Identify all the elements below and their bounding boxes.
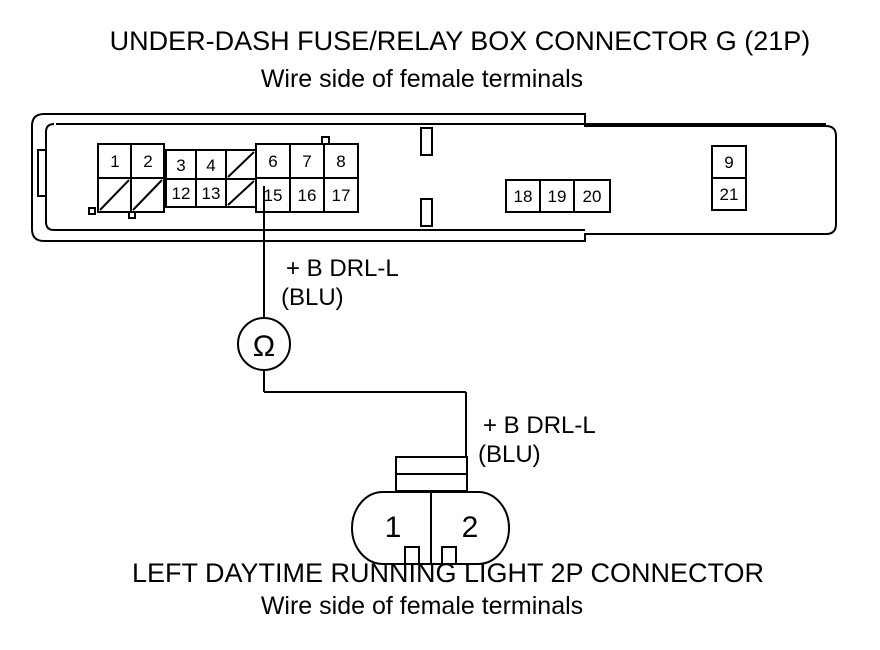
- top-connector-cavities: [97, 143, 747, 213]
- ohm-symbol: Ω: [253, 330, 275, 363]
- pin-label: 17: [332, 186, 351, 205]
- pin-label: 20: [583, 187, 602, 206]
- pin-label: 13: [202, 184, 221, 203]
- pin-label: 21: [720, 185, 739, 204]
- pin-label: 8: [336, 152, 345, 171]
- top-connector-body: [31, 113, 837, 242]
- wire-label-top-line1: + B DRL-L: [286, 255, 399, 282]
- bottom-connector-body: [351, 456, 510, 565]
- wire-label-bottom-line2: (BLU): [478, 441, 541, 468]
- pin-label: 6: [268, 152, 277, 171]
- wire-label-top-line2: (BLU): [281, 284, 344, 311]
- bottom-pin-label: 1: [385, 511, 402, 544]
- pin-label: 7: [302, 152, 311, 171]
- ohmmeter-icon: Ω: [237, 317, 291, 371]
- pin-label: 2: [143, 152, 152, 171]
- bottom-connector-title: LEFT DAYTIME RUNNING LIGHT 2P CONNECTOR: [132, 558, 764, 588]
- top-connector-title: UNDER-DASH FUSE/RELAY BOX CONNECTOR G (2…: [110, 26, 811, 56]
- pin-label: 1: [110, 152, 119, 171]
- test-wire: [263, 186, 467, 457]
- bottom-connector-subtitle: Wire side of female terminals: [261, 592, 583, 620]
- wire-label-bottom-line1: + B DRL-L: [483, 412, 596, 439]
- bottom-pin-label: 2: [462, 511, 479, 544]
- pin-label: 18: [514, 187, 533, 206]
- pin-label: 3: [176, 156, 185, 175]
- pin-label: 16: [298, 186, 317, 205]
- pin-label: 4: [206, 156, 215, 175]
- top-connector-subtitle: Wire side of female terminals: [261, 65, 583, 93]
- pin-label: 15: [264, 186, 283, 205]
- pin-label: 19: [548, 187, 567, 206]
- pin-label: 9: [724, 153, 733, 172]
- top-connector-pin-labels: 1 2 3 4 6 7 8 12 13 15 16 17 18 19 20 9 …: [110, 152, 738, 206]
- pin-label: 12: [172, 184, 191, 203]
